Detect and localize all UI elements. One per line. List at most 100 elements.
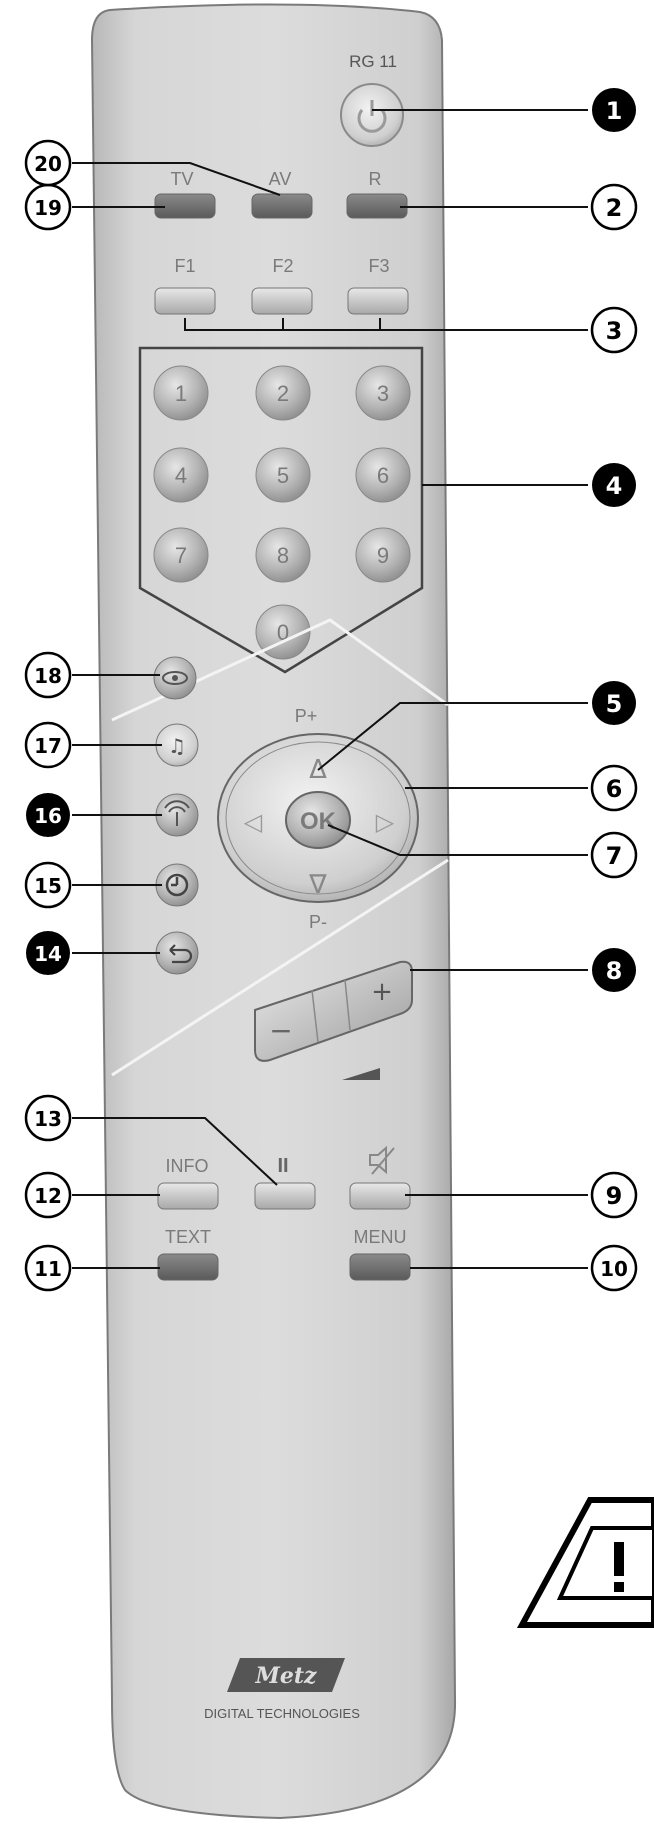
mute-icon — [369, 1145, 395, 1175]
svg-text:16: 16 — [34, 804, 62, 828]
info-button[interactable] — [157, 1182, 219, 1210]
p-minus-label: P- — [309, 912, 327, 932]
f1-button[interactable] — [154, 287, 216, 315]
menu-key-label: MENU — [354, 1227, 407, 1247]
svg-text:8: 8 — [277, 543, 289, 568]
svg-text:7: 7 — [175, 543, 187, 568]
brand-subtitle: DIGITAL TECHNOLOGIES — [204, 1706, 360, 1721]
callout-19: 19 — [24, 183, 72, 231]
svg-text:19: 19 — [34, 196, 62, 220]
callout-4: 4 — [592, 463, 636, 507]
callout-2: 2 — [590, 183, 638, 231]
svg-text:Metz: Metz — [254, 1663, 317, 1689]
svg-text:4: 4 — [175, 463, 187, 488]
info-key-label: INFO — [166, 1156, 209, 1176]
ok-button[interactable]: OK — [285, 791, 351, 849]
callout-10: 10 — [590, 1244, 638, 1292]
warning-icon — [516, 1497, 654, 1628]
digit-button[interactable]: 5 — [255, 447, 311, 503]
svg-text:3: 3 — [377, 381, 389, 406]
metz-logo: Metz — [227, 1658, 345, 1692]
channel-down-button[interactable]: ∇ — [308, 870, 327, 900]
av-button[interactable] — [251, 193, 313, 219]
volume-down-label: − — [269, 1014, 292, 1047]
digit-button[interactable]: 0 — [255, 604, 311, 660]
callout-9: 9 — [590, 1171, 638, 1219]
body-divider — [111, 858, 449, 1077]
volume-wedge-icon — [342, 1068, 380, 1080]
callout-lines — [72, 109, 588, 1269]
svg-text:5: 5 — [606, 690, 623, 718]
digit-button[interactable]: 6 — [355, 447, 411, 503]
callout-17: 17 — [24, 721, 72, 769]
r-key-label: R — [369, 169, 382, 189]
return-icon — [169, 944, 193, 964]
svg-text:10: 10 — [600, 1257, 628, 1281]
text-button[interactable] — [157, 1253, 219, 1281]
f1-key-label: F1 — [174, 256, 195, 276]
svg-text:12: 12 — [34, 1184, 62, 1208]
tv-key-label: TV — [170, 169, 193, 189]
left-button[interactable]: ◁ — [244, 808, 263, 836]
pause-key-label: II — [277, 1155, 288, 1177]
return-button[interactable] — [155, 931, 199, 975]
volume-rocker[interactable] — [254, 960, 413, 1062]
svg-text:4: 4 — [606, 472, 623, 500]
svg-text:17: 17 — [34, 734, 62, 758]
digit-button[interactable]: 4 — [153, 447, 209, 503]
numpad-frame — [138, 346, 424, 674]
callout-16: 16 — [26, 793, 70, 837]
callout-1: 1 — [592, 88, 636, 132]
svg-text:13: 13 — [34, 1107, 62, 1131]
callout-11: 11 — [24, 1244, 72, 1292]
radio-button[interactable] — [155, 793, 199, 837]
callout-3: 3 — [590, 306, 638, 354]
model-label: RG 11 — [349, 52, 397, 71]
power-button[interactable] — [340, 83, 404, 147]
remote-body — [90, 3, 457, 1820]
digit-button[interactable]: 2 — [255, 365, 311, 421]
pause-button[interactable] — [254, 1182, 316, 1210]
digit-button[interactable]: 7 — [153, 527, 209, 583]
callout-5: 5 — [592, 681, 636, 725]
f3-button[interactable] — [347, 287, 409, 315]
f2-key-label: F2 — [272, 256, 293, 276]
svg-text:2: 2 — [606, 194, 623, 222]
mute-button[interactable] — [349, 1182, 411, 1210]
p-plus-label: P+ — [295, 706, 318, 726]
callout-15: 15 — [24, 861, 72, 909]
music-note-icon: ♫ — [168, 734, 186, 758]
f2-button[interactable] — [251, 287, 313, 315]
digit-button[interactable]: 1 — [153, 365, 209, 421]
svg-text:14: 14 — [34, 942, 62, 966]
menu-button[interactable] — [349, 1253, 411, 1281]
text-key-label: TEXT — [165, 1227, 211, 1247]
music-button[interactable]: ♫ — [155, 723, 199, 767]
timer-button[interactable] — [155, 863, 199, 907]
svg-text:2: 2 — [277, 381, 289, 406]
digit-button[interactable]: 8 — [255, 527, 311, 583]
callout-7: 7 — [590, 831, 638, 879]
svg-text:6: 6 — [377, 463, 389, 488]
svg-text:9: 9 — [606, 1182, 623, 1210]
svg-text:18: 18 — [34, 664, 62, 688]
svg-text:1: 1 — [606, 97, 623, 125]
callout-18: 18 — [24, 651, 72, 699]
svg-text:6: 6 — [606, 775, 623, 803]
f3-key-label: F3 — [368, 256, 389, 276]
r-button[interactable] — [346, 193, 408, 219]
power-icon — [357, 100, 387, 133]
svg-text:1: 1 — [175, 381, 187, 406]
svg-text:8: 8 — [606, 957, 623, 985]
callout-6: 6 — [590, 764, 638, 812]
eye-button[interactable] — [153, 656, 197, 700]
digit-button[interactable]: 3 — [355, 365, 411, 421]
svg-text:7: 7 — [606, 842, 623, 870]
callout-20: 20 — [24, 139, 72, 187]
right-button[interactable]: ▷ — [376, 808, 395, 836]
timer-icon — [165, 873, 189, 897]
digit-button[interactable]: 9 — [355, 527, 411, 583]
svg-text:11: 11 — [34, 1257, 62, 1281]
svg-text:5: 5 — [277, 463, 289, 488]
svg-text:3: 3 — [606, 317, 623, 345]
